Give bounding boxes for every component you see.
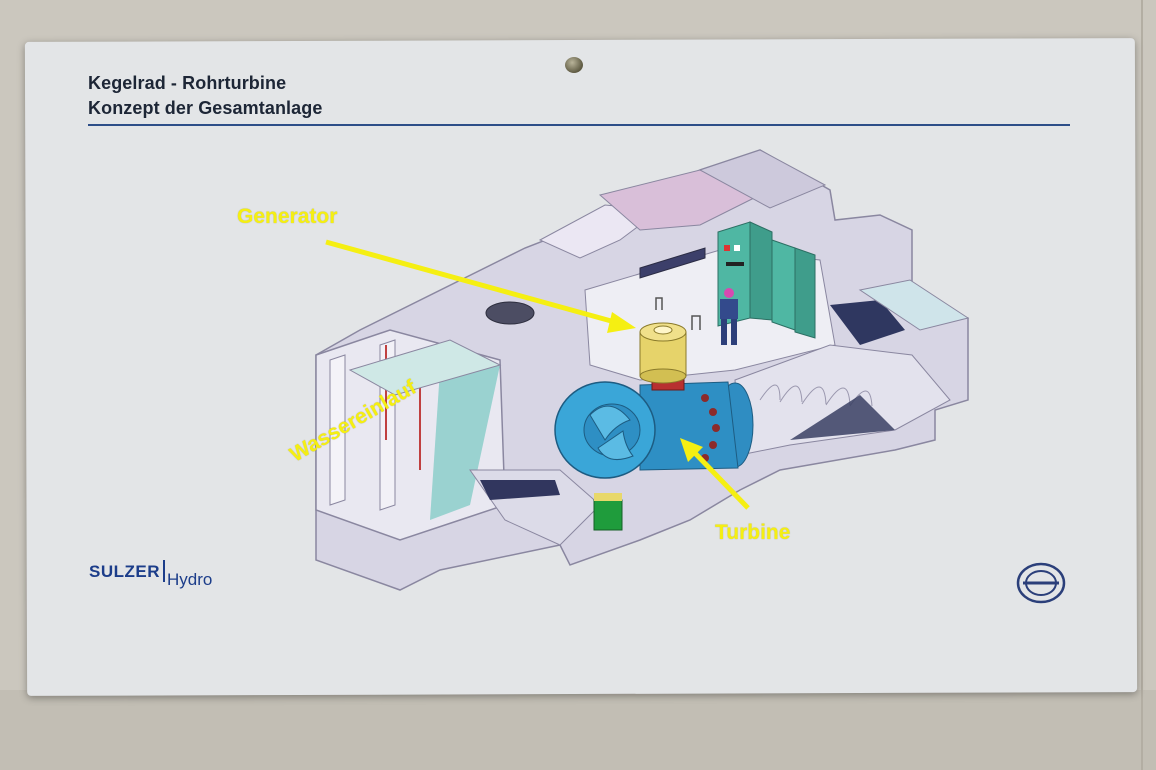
green-hatch xyxy=(593,499,623,531)
roof-slab-mid xyxy=(598,169,762,231)
intake-side-wall xyxy=(329,354,346,506)
roof-slab-right xyxy=(698,149,827,209)
sulzer-hydro-logo: SULZER Hydro xyxy=(89,560,212,590)
brand-division: Hydro xyxy=(167,570,213,589)
circular-emblem-icon xyxy=(1016,562,1066,604)
generator-unit xyxy=(639,322,687,384)
turbine-label: Turbine xyxy=(715,521,791,544)
manhole-cover xyxy=(485,301,535,325)
operator-figure xyxy=(720,288,738,345)
control-cabinets xyxy=(717,221,816,339)
title-rule xyxy=(88,124,1070,126)
sign-title-line1: Kegelrad - Rohrturbine xyxy=(88,73,287,93)
sign-title-line2: Konzept der Gesamtanlage xyxy=(88,98,323,118)
brand-name: SULZER xyxy=(89,562,160,581)
mounting-screw xyxy=(565,57,583,73)
generator-label: Generator xyxy=(237,205,338,228)
turbine-arrow xyxy=(680,438,750,510)
display-strip xyxy=(639,247,706,279)
generator-arrow xyxy=(325,239,636,333)
right-roof xyxy=(858,279,970,331)
logo-divider xyxy=(163,560,165,582)
water-inlet-flow xyxy=(430,365,500,520)
turbine-unit xyxy=(554,375,754,479)
right-wall-dark xyxy=(830,300,905,345)
